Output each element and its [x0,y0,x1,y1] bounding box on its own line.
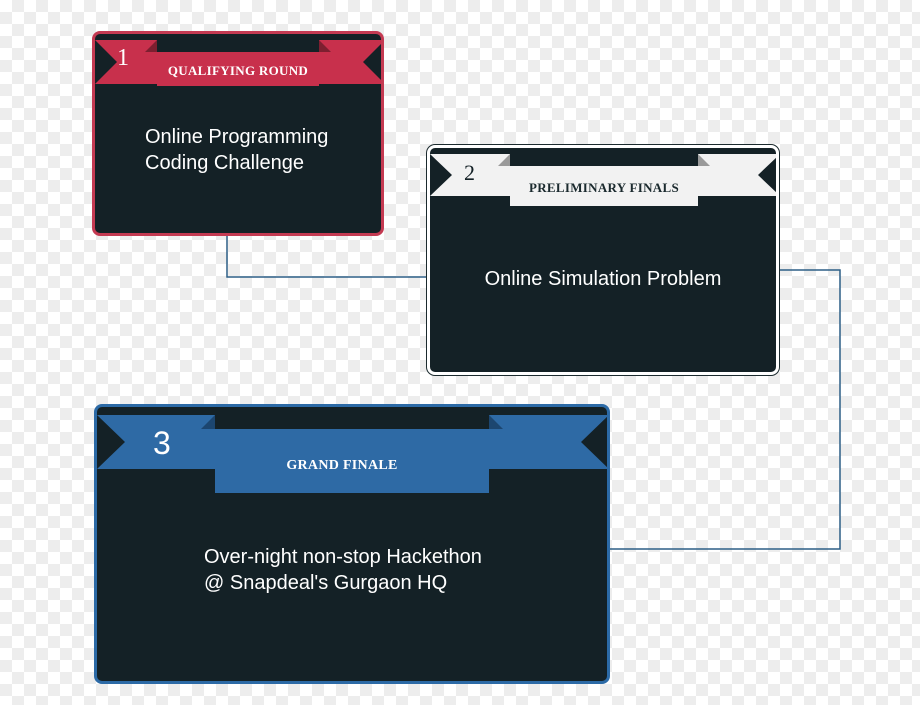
stage-title: QUALIFYING ROUND [167,63,309,78]
stage-ribbon [430,154,776,206]
stage-card-grand-finale: 3 GRAND FINALE Over-night non-stop Hacke… [94,404,610,684]
stage-title: GRAND FINALE [286,458,398,473]
stage-description: Over-night non-stop Hackethon @ Snapdeal… [204,544,482,596]
stage-card-preliminary-finals: 2 PRELIMINARY FINALS Online Simulation P… [427,145,779,375]
description-line: Online Simulation Problem [484,268,722,290]
description-line: Over-night non-stop Hackethon [204,546,482,568]
stage-number: 1 [117,45,129,71]
description-line: @ Snapdeal's Gurgaon HQ [204,572,448,594]
stage-card-qualifying-round: 1 QUALIFYING ROUND Online Programming Co… [92,31,384,236]
stage-description: Online Simulation Problem [430,266,776,292]
description-line: Coding Challenge [145,152,305,174]
stage-number: 2 [464,160,475,185]
stage-description: Online Programming Coding Challenge [145,124,328,176]
connector-1-to-2 [226,236,427,278]
stage-ribbon [97,415,607,493]
stage-number: 3 [153,425,171,461]
connector-2-to-3 [610,269,841,550]
description-line: Online Programming [145,126,329,148]
stage-ribbon [95,40,381,86]
stage-title: PRELIMINARY FINALS [529,180,679,195]
